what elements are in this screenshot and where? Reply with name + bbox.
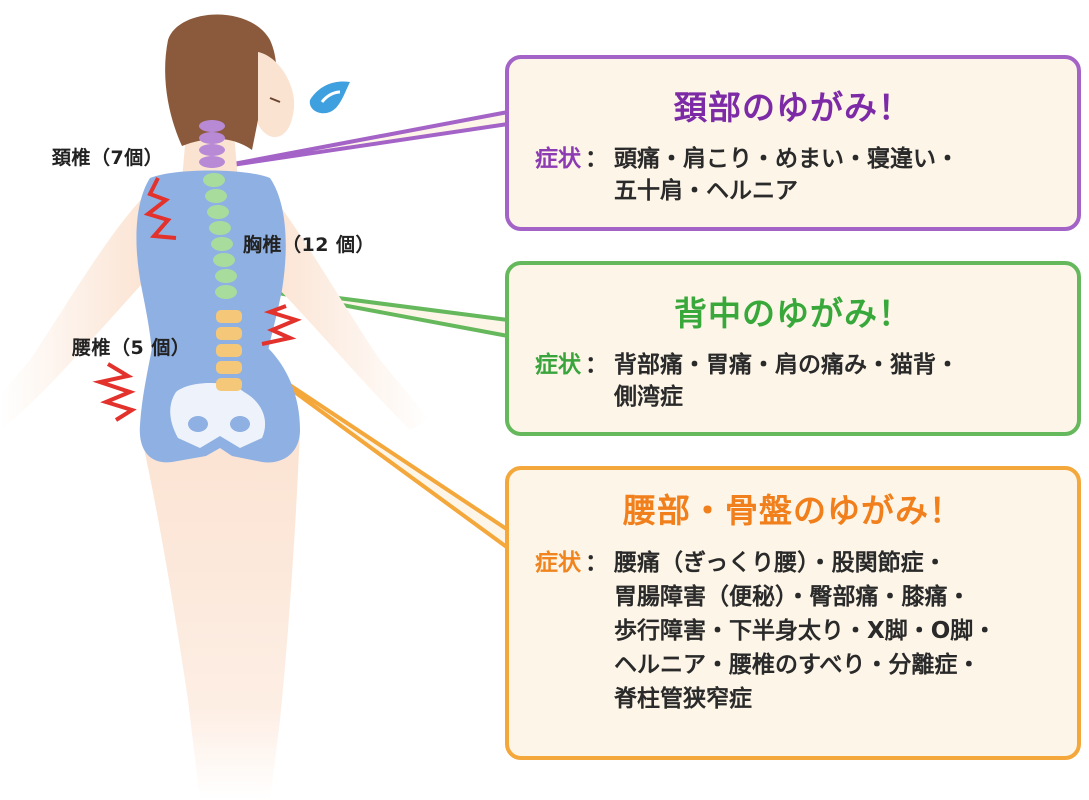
neck-symptoms: 症状 ： 頭痛・肩こり・めまい・寝違い・ 五十肩・ヘルニア xyxy=(535,143,1077,207)
thoracic-label: 胸椎（12 個） xyxy=(243,234,376,256)
back-callout-title: 背中のゆがみ！ xyxy=(674,294,912,333)
sweat-drop-icon xyxy=(309,81,350,114)
symptom-line: 腰痛（ぎっくり腰）・股関節症・ xyxy=(614,550,947,576)
neck-callout-title: 頚部のゆがみ！ xyxy=(674,88,912,127)
thoracic-spine xyxy=(203,173,237,299)
symptom-line: 脊柱管狭窄症 xyxy=(614,686,752,712)
waist-pelvis-callout: 腰部・骨盤のゆがみ！ 症状 ： 腰痛（ぎっくり腰）・股関節症・ 胃腸障害（便秘）… xyxy=(505,466,1081,760)
cervical-label: 頚椎（7個） xyxy=(52,147,164,169)
pain-burst-icon xyxy=(92,177,302,422)
symptom-line: ヘルニア・腰椎のすべり・分離症・ xyxy=(614,652,981,678)
symptom-label: 症状 xyxy=(535,146,581,172)
lumbar-spine xyxy=(216,310,242,391)
pain-burst-shoulder xyxy=(143,177,177,240)
symptom-label: 症状 xyxy=(535,352,581,378)
back-symptoms: 症状 ： 背部痛・胃痛・肩の痛み・猫背・ 側湾症 xyxy=(535,349,1077,413)
legs xyxy=(140,430,300,800)
waist-symptoms: 症状 ： 腰痛（ぎっくり腰）・股関節症・ 胃腸障害（便秘）・臀部痛・膝痛・ 歩行… xyxy=(535,546,1077,716)
symptom-line: 歩行障害・下半身太り・X脚・O脚・ xyxy=(614,618,997,644)
shirt xyxy=(136,170,286,352)
right-arm xyxy=(268,190,430,430)
pain-burst-back xyxy=(261,304,302,346)
symptom-line: 背部痛・胃痛・肩の痛み・猫背・ xyxy=(614,352,959,378)
symptom-line: 五十肩・ヘルニア xyxy=(614,178,798,204)
symptom-line: 頭痛・肩こり・めまい・寝違い・ xyxy=(614,146,959,172)
symptom-colon: ： xyxy=(585,146,608,172)
neck-callout: 頚部のゆがみ！ 症状 ： 頭痛・肩こり・めまい・寝違い・ 五十肩・ヘルニア xyxy=(505,55,1081,231)
symptom-colon: ： xyxy=(585,352,608,378)
pelvis xyxy=(170,383,266,448)
symptom-label: 症状 xyxy=(535,550,581,576)
hair xyxy=(165,14,277,150)
symptom-line: 側湾症 xyxy=(614,384,683,410)
symptom-line: 胃腸障害（便秘）・臀部痛・膝痛・ xyxy=(614,584,971,610)
cervical-spine xyxy=(199,120,225,168)
face xyxy=(258,52,295,138)
pain-burst-hip xyxy=(92,362,137,422)
left-arm xyxy=(0,190,150,430)
waist-callout-title: 腰部・骨盤のゆがみ！ xyxy=(623,491,963,530)
back-callout: 背中のゆがみ！ 症状 ： 背部痛・胃痛・肩の痛み・猫背・ 側湾症 xyxy=(505,261,1081,436)
lumbar-label: 腰椎（5 個） xyxy=(72,337,191,359)
spine xyxy=(199,120,242,391)
symptom-colon: ： xyxy=(585,550,608,576)
